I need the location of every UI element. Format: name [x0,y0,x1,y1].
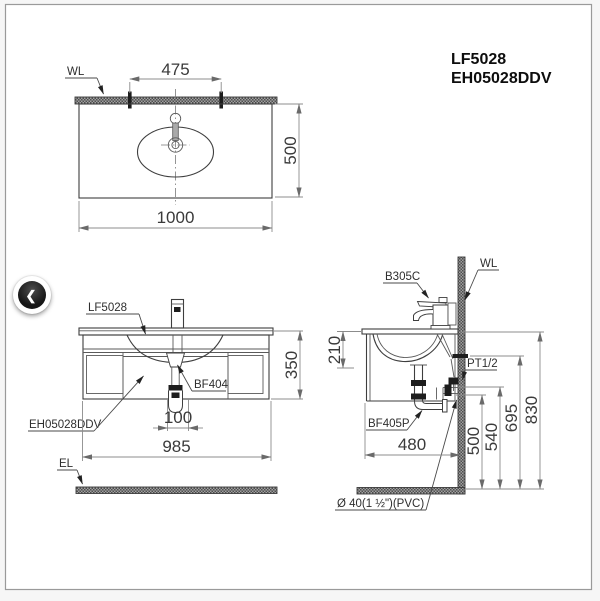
chevron-left-icon: ❮ [25,287,37,303]
dim-faucet-spacing: 475 [161,60,189,79]
dim-supply-height: 695 [502,404,521,432]
floor-strip-front [75,486,278,494]
dim-210: 210 [325,331,361,369]
top-view: 475 500 1000 WL [65,60,303,232]
label-supply-thread: PT1/2 [462,358,498,381]
label-cabinet-front: EH05028DDV [28,375,144,432]
dim-475: 475 [129,60,222,93]
dim-depth: 500 [281,136,300,164]
front-view: LF5028 BF404 EH05028DDV EL 350 [28,298,303,494]
waste-pipe-label: Ø 40(1 ½")(PVC) [337,498,424,510]
dim-height: 350 [282,351,301,379]
dim-1000: 1000 [78,201,273,232]
wall-line-label: WL [67,66,85,78]
dim-drain-offset: 100 [164,408,192,427]
label-trap-side: BF405P [366,410,423,431]
basin-section-inner [376,333,438,358]
basin-model-label: LF5028 [88,302,127,314]
cabinet-model-label: EH05028DDV [29,419,102,431]
label-wall-line-side: WL [464,258,499,301]
faucet-front [170,298,185,329]
dim-basin-depth: 210 [325,336,344,364]
label-wall-line-top: WL [65,66,104,95]
dim-trap-height: 500 [464,427,483,455]
dim-830: 830 [461,331,544,490]
dim-counter-depth: 480 [398,435,426,454]
basin-section-outer [372,333,444,363]
dim-480: 480 [364,403,461,459]
dim-695: 695 [470,355,524,490]
dim-540: 540 [458,386,504,490]
floor-strip-side [356,487,466,495]
dim-width: 1000 [157,208,195,227]
supply-plumbing-side [436,333,468,391]
product-code-primary: LF5028 [451,51,506,68]
prev-button-disc: ❮ [18,281,46,309]
label-faucet-side: B305C [383,271,429,299]
trap-model-label: BF405P [368,418,410,430]
wall-strip-top [74,96,278,105]
faucet-stem-top [172,122,179,141]
dim-350: 350 [271,330,303,400]
mounting-tick-left [128,91,132,109]
faucet-side [413,297,457,330]
faucet-model-label: B305C [385,271,420,283]
drain-hole-inner [171,140,180,150]
product-code-secondary: EH05028DDV [451,70,552,87]
dim-cabinet-width: 985 [162,437,190,456]
countertop-outline [78,103,273,199]
carousel-prev-button[interactable]: ❮ [13,276,51,314]
dim-drain-height: 540 [482,423,501,451]
floor-line-label: EL [59,458,74,470]
dim-985: 985 [82,401,272,461]
dim-500-top: 500 [275,103,303,198]
dim-counter-height: 830 [522,396,541,424]
drawing-border [4,3,593,591]
label-basin-front: LF5028 [86,302,146,335]
drain-trap-side [410,364,458,413]
label-floor-line: EL [57,458,83,485]
product-codes: LF5028 EH05028DDV [451,51,552,87]
counter-slab-side [361,328,459,335]
mounting-tick-right [219,91,223,109]
dim-500-side: 500 [456,394,486,490]
supply-wall-tick [452,354,468,358]
label-drain-front: BF404 [177,364,228,392]
dim-100: 100 [153,399,203,431]
supply-thread-label: PT1/2 [467,358,498,370]
drain-hole-outer [167,137,184,153]
wall-line-label-side: WL [480,258,498,270]
drain-model-label: BF404 [194,379,228,391]
side-view: B305C WL PT1/2 BF405P Ø 40(1 ½")(PVC) [325,256,544,511]
